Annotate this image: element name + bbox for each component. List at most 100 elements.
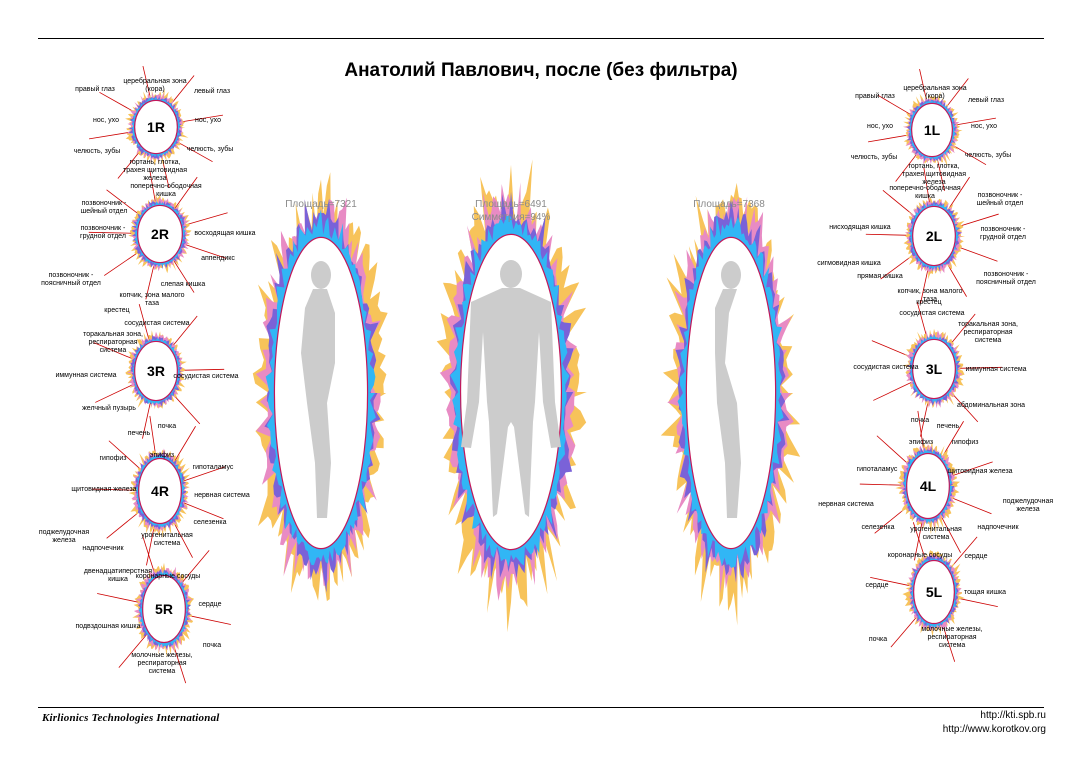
finger-3R-label: желчный пузырь xyxy=(82,405,136,412)
finger-4L-label: щитовидная железа xyxy=(947,468,1013,475)
finger-1R-label: челюсть, зубы xyxy=(186,146,234,153)
finger-3L-label: сосудистая система xyxy=(853,364,919,371)
finger-4R-core xyxy=(138,457,182,525)
finger-2L-label: копчик, зона малого таза xyxy=(897,288,963,303)
finger-3R-label: печень xyxy=(127,430,151,437)
finger-4R-label: нервная система xyxy=(194,492,250,499)
finger-2R-core xyxy=(137,204,183,264)
finger-3L-id: 3L xyxy=(925,361,943,377)
footer-url-1[interactable]: http://kti.spb.ru xyxy=(980,710,1046,721)
finger-4R-label: щитовидная железа xyxy=(71,486,137,493)
finger-1R-label: челюсть, зубы xyxy=(73,148,121,155)
finger-2L-id: 2L xyxy=(925,228,943,244)
finger-5L-label: коронарные сосуды xyxy=(887,552,953,559)
finger-1L-core xyxy=(911,102,953,158)
finger-3R-label: торакальная зона, респираторная система xyxy=(83,331,143,354)
finger-4L-id: 4L xyxy=(919,478,937,494)
finger-5R-label: подвздошная кишка xyxy=(75,623,141,630)
finger-5R-label: двенадцатиперстная кишка xyxy=(83,568,153,583)
finger-2L-label: нисходящая кишка xyxy=(829,224,891,231)
center-area-caption: Площадь=6491 xyxy=(475,199,547,210)
finger-2L-core xyxy=(912,205,956,267)
finger-3L-label: почка xyxy=(910,417,930,424)
finger-4R-label: гипофиз xyxy=(99,455,127,462)
finger-1R-label: нос, ухо xyxy=(195,117,221,124)
finger-2L-label: крестец xyxy=(916,299,942,306)
finger-4R-label: эпифиз xyxy=(149,452,175,459)
finger-5L-label: молочные железы, респираторная система xyxy=(921,626,983,649)
finger-4L-core xyxy=(906,452,950,520)
finger-1R-label: церебральная зона (кора) xyxy=(123,78,187,93)
finger-2L-label: позвоночник - шейный отдел xyxy=(976,192,1024,207)
finger-1L-id: 1L xyxy=(923,122,941,138)
finger-5R-label: молочные железы, респираторная система xyxy=(131,652,193,675)
finger-2L-label: прямая кишка xyxy=(857,273,903,280)
finger-5R-label: коронарные сосуды xyxy=(135,573,201,580)
finger-2R-label: позвоночник - шейный отдел xyxy=(80,200,128,215)
finger-1R-label: правый глаз xyxy=(75,86,115,93)
left-figure-caption: Площадь=7321 xyxy=(285,199,357,210)
finger-5R-label: почка xyxy=(202,642,222,649)
finger-3L-label: абдоминальная зона xyxy=(956,402,1026,409)
finger-1R-id: 1R xyxy=(147,119,165,135)
finger-1L-label: церебральная зона (кора) xyxy=(903,85,967,100)
finger-5L-id: 5L xyxy=(925,584,943,600)
finger-2L-label: позвоночник - грудной отдел xyxy=(980,226,1026,241)
finger-4R-label: гипоталамус xyxy=(192,464,234,471)
finger-2R-label: слепая кишка xyxy=(160,281,206,288)
finger-4L-label: поджелудочная железа xyxy=(1002,498,1054,513)
right-figure-silhouette xyxy=(715,261,741,518)
finger-5L-label: сердце xyxy=(865,582,889,589)
finger-3L-label: торакальная зона, респираторная система xyxy=(958,321,1018,344)
finger-5R-id: 5R xyxy=(155,601,173,617)
finger-1L-label: челюсть, зубы xyxy=(964,152,1012,159)
finger-3R-label: иммунная система xyxy=(55,372,117,379)
page-title: Анатолий Павлович, после (без фильтра) xyxy=(344,60,738,81)
finger-3R-id: 3R xyxy=(147,363,165,379)
left-figure-silhouette xyxy=(301,261,335,518)
finger-3R-label: почка xyxy=(157,423,177,430)
finger-1L-label: нос, ухо xyxy=(971,123,997,130)
finger-1R-core xyxy=(134,99,178,155)
finger-2R-label: позвоночник - поясничный отдел xyxy=(41,272,101,287)
finger-4L-label: урогенитальная система xyxy=(910,526,962,541)
finger-2R-id: 2R xyxy=(151,226,169,242)
top-rule xyxy=(38,38,1044,39)
finger-1L-label: нос, ухо xyxy=(867,123,893,130)
finger-4L-label: селезенка xyxy=(861,524,895,531)
finger-5R-core xyxy=(142,574,186,644)
finger-5L-core xyxy=(913,559,955,625)
kti-logo: Kirlionics Technologies International xyxy=(42,712,220,724)
center-symmetry-caption: Симметрия=94% xyxy=(471,212,551,223)
finger-2R-label: копчик, зона малого таза xyxy=(119,292,185,307)
finger-2R-label: аппендикс xyxy=(201,255,235,262)
finger-1R-label: нос, ухо xyxy=(93,117,119,124)
finger-3R-label: сосудистая система xyxy=(124,320,190,327)
finger-2R-label: позвоночник - грудной отдел xyxy=(80,225,126,240)
finger-1L-label: гортань, глотка, трахея щитовидная желез… xyxy=(902,163,966,186)
bottom-rule xyxy=(38,707,1044,708)
finger-4R-label: урогенитальная система xyxy=(141,532,193,547)
center-figure-caption: Площадь=6491 Симметрия=94% xyxy=(472,198,551,224)
finger-2L-label: позвоночник - поясничный отдел xyxy=(976,271,1036,286)
finger-4R-id: 4R xyxy=(151,483,169,499)
finger-1L-label: челюсть, зубы xyxy=(850,154,898,161)
finger-2R-label: крестец xyxy=(104,307,130,314)
finger-5R-label: сердце xyxy=(198,601,222,608)
finger-3L-label: иммунная система xyxy=(965,366,1027,373)
finger-2R-label: восходящая кишка xyxy=(194,230,256,237)
finger-4L-label: надпочечник xyxy=(977,524,1019,531)
finger-2L-label: сигмовидная кишка xyxy=(817,260,881,267)
finger-4L-label: эпифиз xyxy=(908,439,934,446)
finger-1R-label: левый глаз xyxy=(193,88,231,95)
finger-3L-core xyxy=(912,338,956,400)
finger-2R-label: поперечно-ободочная кишка xyxy=(130,183,202,198)
finger-4R-label: селезенка xyxy=(193,519,227,526)
footer-url-2[interactable]: http://www.korotkov.org xyxy=(942,724,1046,735)
center-figure-silhouette xyxy=(461,260,561,517)
finger-3R-core xyxy=(134,340,178,402)
finger-4R-label: надпочечник xyxy=(82,545,124,552)
finger-1L-label: правый глаз xyxy=(855,93,895,100)
finger-3L-label: сосудистая система xyxy=(899,310,965,317)
finger-4R-label: поджелудочная железа xyxy=(38,529,90,544)
